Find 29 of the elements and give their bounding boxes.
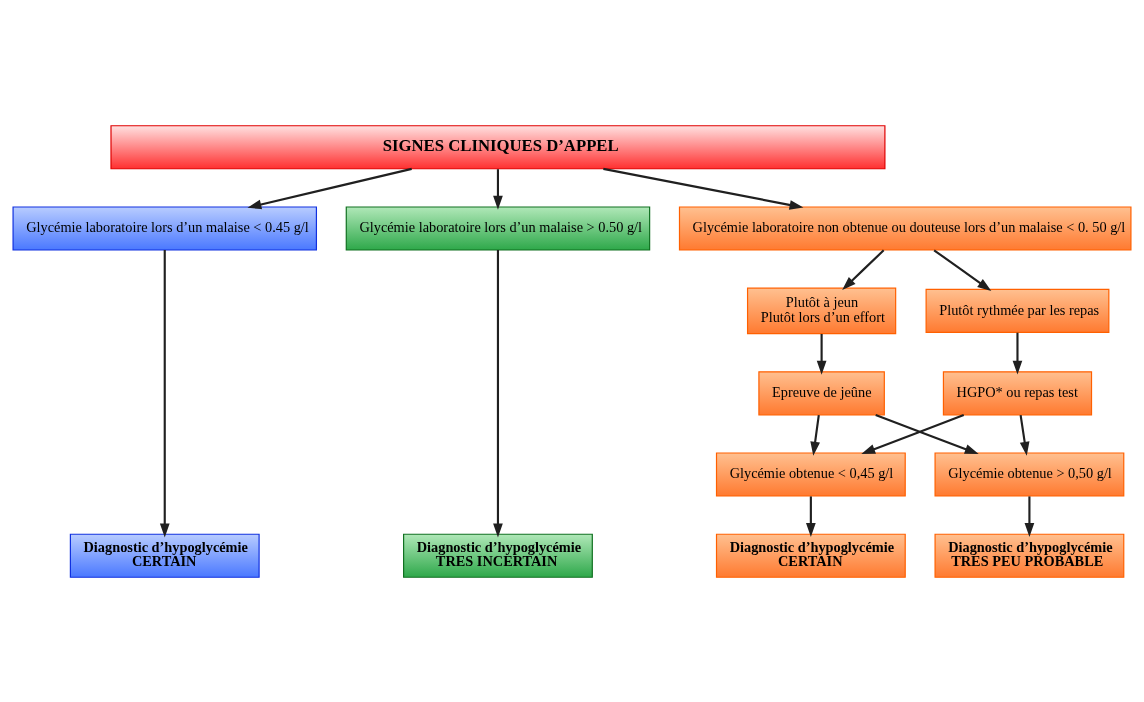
arrow — [861, 413, 965, 454]
arrow — [159, 249, 170, 537]
node-box: Diagnostic d’hypoglycémie TRES PEU PROBABLE — [934, 533, 1125, 578]
arrow — [1019, 414, 1030, 456]
node-box: Diagnostic d’hypoglycémie CERTAIN — [715, 533, 906, 578]
node-box: Plutôt rythmée par les repas — [925, 288, 1110, 333]
arrow — [1012, 332, 1023, 375]
node-box: Epreuve de jeûne — [758, 370, 885, 415]
arrow — [493, 168, 503, 210]
node-box: Glycémie laboratoire lors d’un malaise < 0.45 g/l — [12, 205, 317, 251]
arrow — [247, 167, 412, 209]
arrow — [816, 333, 827, 375]
node-box: Diagnostic d’hypoglycémie CERTAIN — [69, 533, 260, 578]
arrow — [842, 249, 885, 290]
node-box: Glycémie laboratoire non obtenue ou douteuse lors d’un malaise < 0. 50 g/l — [678, 205, 1132, 251]
node-box: Glycémie obtenue < 0,45 g/l — [715, 451, 906, 497]
node-box: Diagnostic d’hypoglycémie TRES INCERTAIN — [403, 533, 593, 578]
arrow — [875, 413, 979, 454]
arrow — [493, 249, 503, 537]
node-box: HGPO* ou repas test — [942, 370, 1093, 415]
arrow — [806, 495, 816, 537]
node-box: SIGNES CLINIQUES D’APPEL — [110, 124, 886, 169]
arrow — [933, 248, 992, 291]
node-box: Glycémie laboratoire lors d’un malaise > 0.50 g/l — [345, 205, 651, 251]
arrow — [1024, 495, 1035, 537]
arrow — [603, 167, 804, 210]
arrow — [810, 414, 820, 456]
node-box: Plutôt à jeun Plutôt lors d’un effort — [746, 287, 897, 334]
node-box: Glycémie obtenue > 0,50 g/l — [934, 451, 1125, 497]
